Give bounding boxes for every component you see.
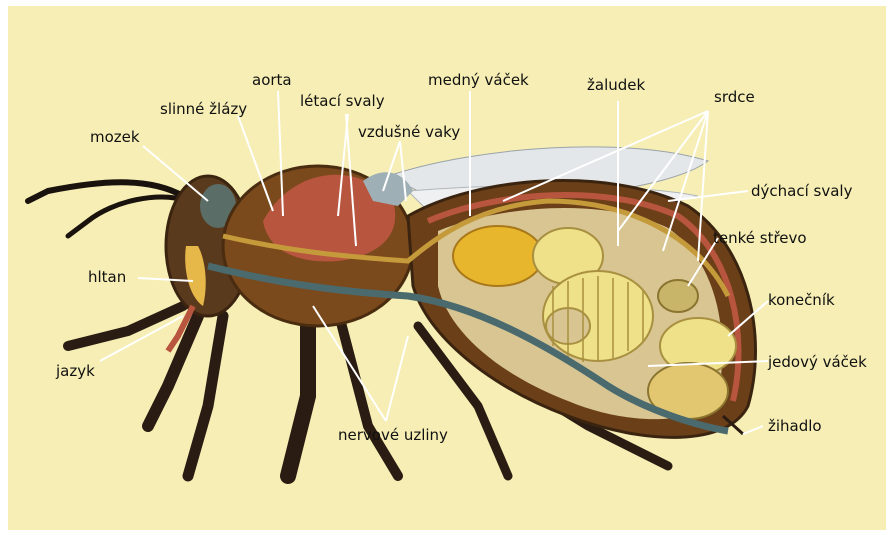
label-slinne-zlazy: slinné žlázy: [160, 100, 247, 118]
label-srdce: srdce: [714, 88, 755, 106]
label-nervove-uzliny: nervové uzliny: [338, 426, 448, 444]
label-zihadlo: žihadlo: [768, 417, 822, 435]
small-intestine: [658, 280, 698, 312]
label-konecnik: konečník: [768, 291, 835, 309]
label-vzdusne-vaky: vzdušné vaky: [358, 123, 460, 141]
label-tenke-strevo: tenké střevo: [713, 229, 807, 247]
label-medny-vacek: medný váček: [428, 71, 529, 89]
label-dychaci-svaly: dýchací svaly: [751, 182, 852, 200]
honey-crop: [453, 226, 543, 286]
label-jedovy-vacek: jedový váček: [768, 353, 867, 371]
label-jazyk: jazyk: [56, 362, 95, 380]
label-zaludek: žaludek: [587, 76, 645, 94]
diagram-panel: aorta medný váček žaludek slinné žlázy l…: [8, 6, 886, 530]
label-letaci-svaly: létací svaly: [300, 92, 385, 110]
label-hltan: hltan: [88, 268, 126, 286]
label-aorta: aorta: [252, 71, 292, 89]
label-mozek: mozek: [90, 128, 140, 146]
